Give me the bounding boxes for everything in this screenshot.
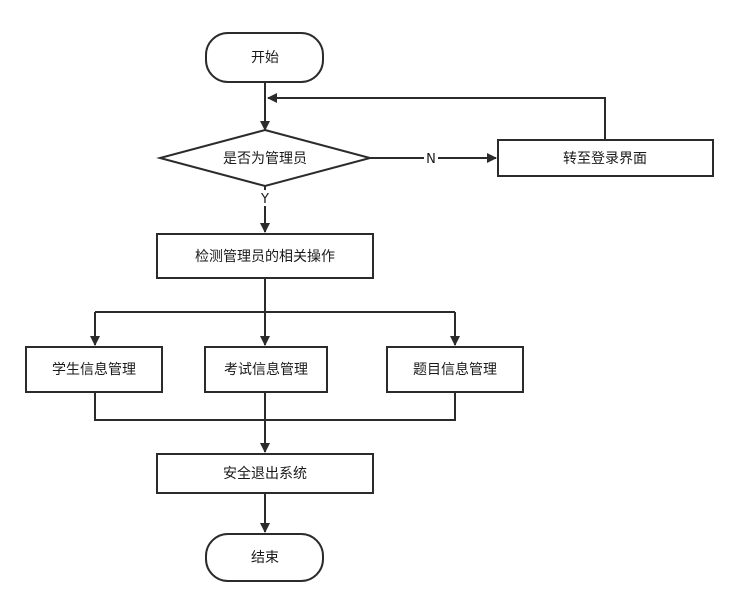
detect-label: 检测管理员的相关操作	[195, 249, 335, 265]
redirect-box	[497, 139, 714, 177]
end-label: 结束	[251, 550, 279, 566]
decision-label: 是否为管理员	[223, 151, 307, 167]
start-label: 开始	[251, 50, 279, 66]
edge-label-no: N	[426, 152, 436, 167]
question-box	[386, 346, 524, 393]
detect-box	[156, 233, 374, 279]
exit-box	[156, 453, 374, 494]
redirect-label: 转至登录界面	[563, 151, 647, 167]
label-no-bg	[424, 148, 438, 166]
student-label: 学生信息管理	[52, 361, 136, 378]
exit-label: 安全退出系统	[223, 465, 307, 482]
exam-box	[204, 346, 328, 393]
edge-student-merge	[94, 392, 456, 421]
decision-diamond	[156, 128, 374, 188]
edge-label-yes: Y	[260, 192, 269, 207]
question-label: 题目信息管理	[413, 361, 497, 378]
exam-label: 考试信息管理	[224, 361, 308, 378]
student-box	[25, 346, 163, 393]
start-terminal	[205, 32, 324, 83]
end-terminal	[205, 533, 324, 582]
edge-redirect-loop-back	[267, 93, 606, 140]
label-yes-bg	[257, 190, 273, 206]
